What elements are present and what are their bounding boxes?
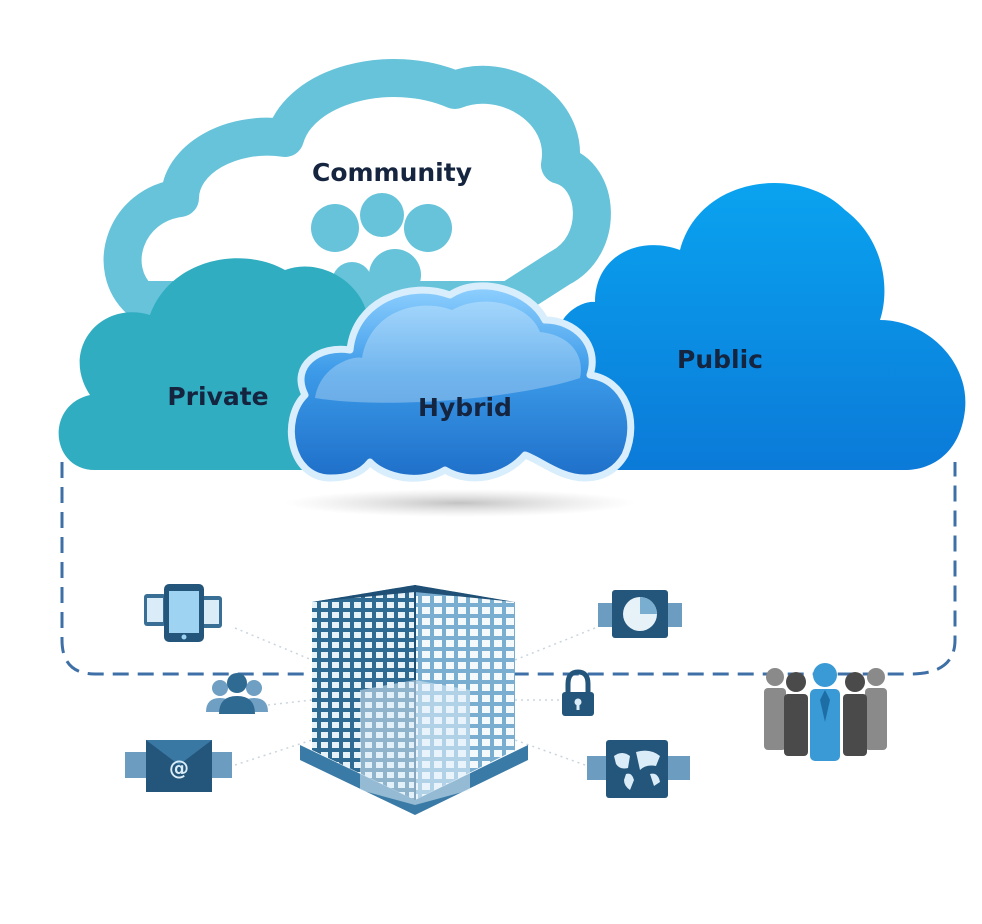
users-group-icon [206, 673, 268, 714]
hybrid-cloud [287, 282, 635, 482]
pie-chart-document-icon [598, 590, 682, 638]
svg-text:@: @ [169, 756, 189, 780]
office-building-icon [300, 585, 528, 815]
hybrid-label: Hybrid [418, 393, 512, 422]
community-cloud [103, 59, 611, 319]
connector-lines [234, 627, 596, 766]
mobile-devices-icon [144, 584, 222, 642]
hybrid-cloud-shadow [285, 489, 635, 517]
email-icon: @ [125, 740, 232, 792]
public-cloud [530, 183, 966, 470]
business-people-icon [764, 663, 887, 761]
community-label: Community [312, 158, 472, 187]
public-label: Public [677, 345, 763, 374]
padlock-icon [562, 669, 594, 716]
private-label: Private [167, 382, 268, 411]
world-map-icon [587, 740, 690, 798]
